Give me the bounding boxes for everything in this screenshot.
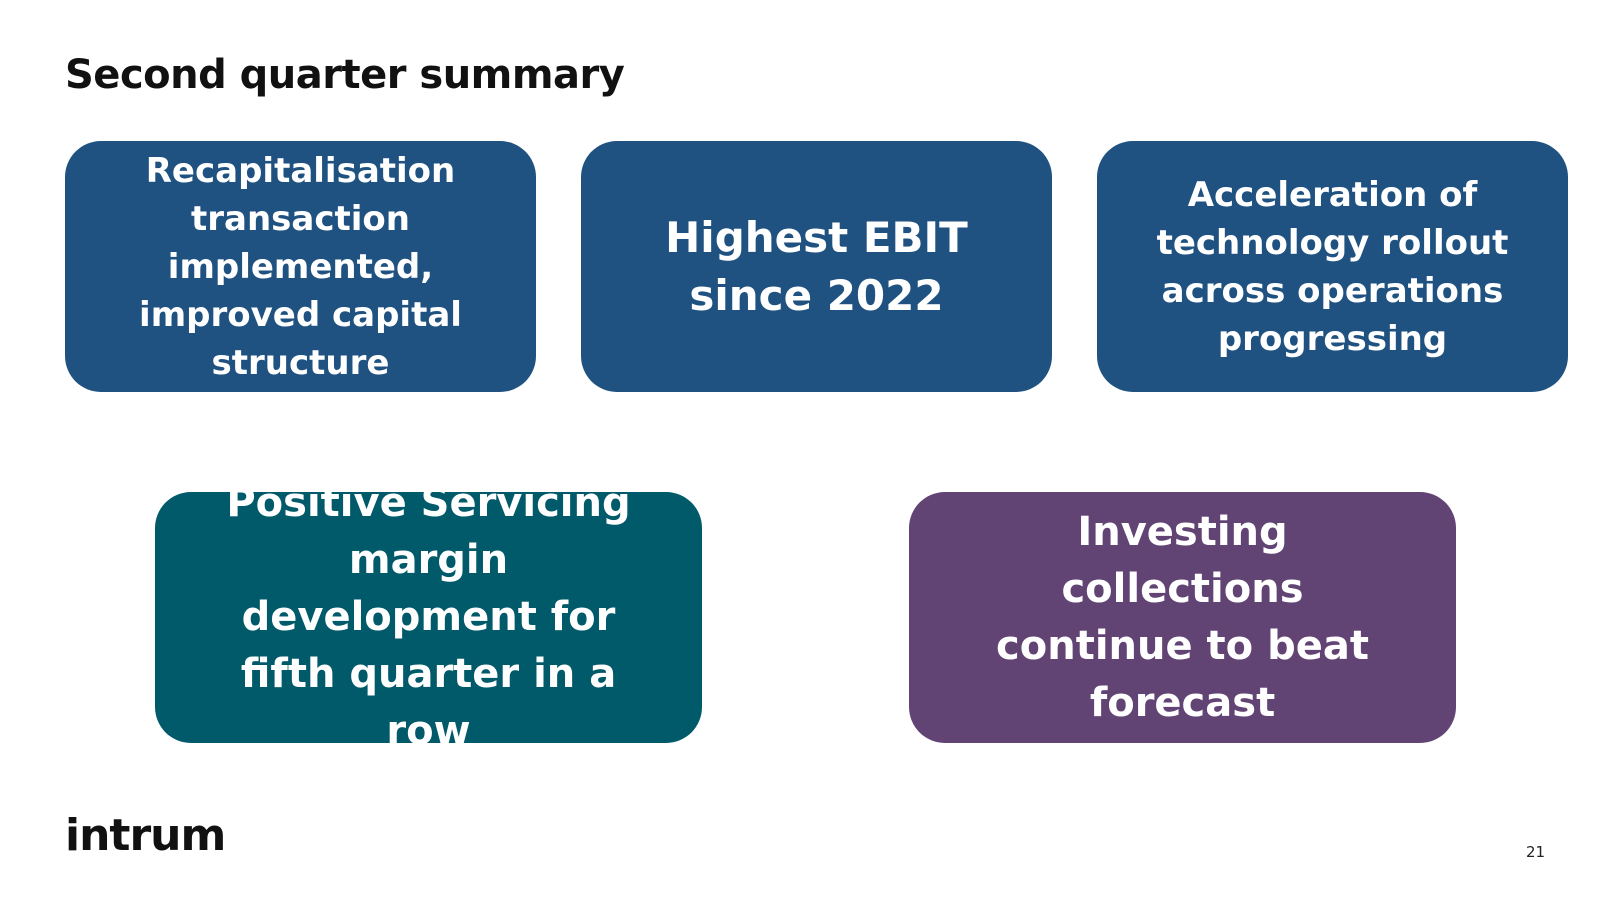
summary-card-servicing-margin: Positive Servicing margin development fo… <box>155 480 702 754</box>
summary-card-investing-collections: Investing collections continue to beat f… <box>909 492 1456 743</box>
summary-card-text: Highest EBIT since 2022 <box>665 212 968 320</box>
summary-card-text: Recapitalisation transaction implemented… <box>139 150 462 383</box>
page-title: Second quarter summary <box>65 52 625 98</box>
summary-card-text: Acceleration of technology rollout acros… <box>1156 174 1509 359</box>
page-number: 21 <box>1526 843 1546 861</box>
summary-card-ebit: Highest EBIT since 2022 <box>581 141 1052 392</box>
summary-card-recapitalisation: Recapitalisation transaction implemented… <box>65 141 536 392</box>
summary-card-technology: Acceleration of technology rollout acros… <box>1097 141 1568 392</box>
summary-card-text: Positive Servicing margin development fo… <box>226 480 631 754</box>
summary-card-text: Investing collections continue to beat f… <box>996 508 1369 726</box>
intrum-logo: intrum <box>65 810 226 861</box>
